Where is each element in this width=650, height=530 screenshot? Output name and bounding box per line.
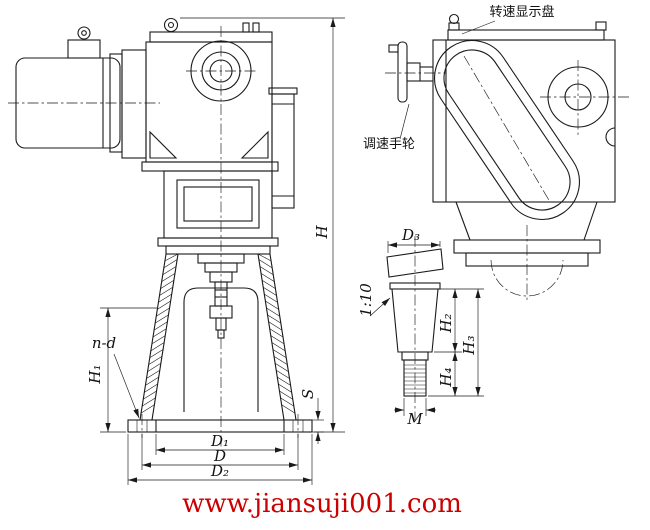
callout-speed-display: 转速显示盘	[489, 4, 554, 20]
taper-shank	[391, 288, 439, 353]
pedestal-stand	[127, 253, 313, 433]
dim-label-H: H	[313, 225, 331, 240]
dim-label-H3: H₃	[460, 335, 478, 355]
dim-label-n-d: n-d	[92, 334, 116, 352]
bracket-housing	[157, 170, 279, 255]
dim-label-S: S	[299, 389, 317, 399]
dimension-arrows	[105, 18, 481, 483]
dim-label-H4: H₄	[437, 367, 455, 387]
gearbox	[141, 17, 279, 172]
dim-label-M: M	[406, 410, 423, 428]
dim-label-taper: 1:10	[357, 283, 375, 317]
dim-label-D3: D₃	[401, 226, 420, 244]
cone-pulley-housing	[434, 40, 580, 220]
side-view	[388, 13, 616, 267]
section-hatching	[140, 253, 296, 414]
footer-url: www.jiansuji001.com	[182, 489, 462, 519]
callout-speed-handwheel: 调速手轮	[363, 137, 415, 152]
handwheel	[388, 41, 433, 103]
front-view	[15, 17, 313, 433]
dim-label-D2: D₂	[210, 462, 229, 480]
adjust-column	[268, 87, 298, 209]
dim-label-D1: D₁	[210, 432, 229, 450]
dim-label-H1: H₁	[86, 364, 104, 384]
drawbar-cap	[386, 248, 444, 278]
dim-label-D: D	[213, 447, 226, 465]
dimension-lines	[100, 17, 496, 485]
dim-label-H2: H₂	[437, 313, 455, 333]
motor	[15, 26, 147, 159]
